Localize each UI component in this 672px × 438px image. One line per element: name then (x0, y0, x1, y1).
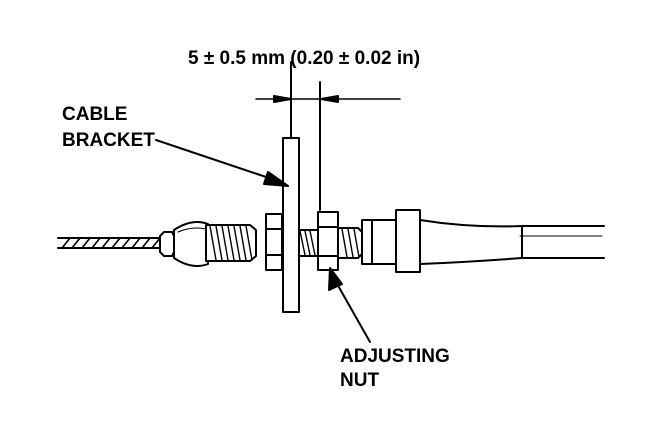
cable-bracket-label-line2: BRACKET (62, 130, 155, 151)
locknut-left (265, 213, 283, 271)
adjusting-nut-label-line1: ADJUSTING (340, 346, 450, 367)
cable-braided (57, 237, 163, 249)
adjusting-nut (317, 211, 339, 271)
dimension-lines (255, 61, 401, 211)
dimension-label: 5 ± 0.5 mm (0.20 ± 0.02 in) (188, 48, 421, 69)
threaded-rod-middle (297, 229, 319, 257)
cable-ferrule (159, 221, 209, 267)
cable-housing (361, 209, 605, 273)
threaded-rod-left (205, 224, 257, 262)
threaded-rod-right (337, 227, 363, 259)
cable-bracket-label-line1: CABLE (62, 104, 128, 125)
leader-arrow-bracket (155, 139, 289, 187)
leader-arrow-nut (328, 267, 371, 343)
adjusting-nut-label-line2: NUT (340, 370, 380, 391)
cable-bracket-plate (282, 137, 300, 313)
